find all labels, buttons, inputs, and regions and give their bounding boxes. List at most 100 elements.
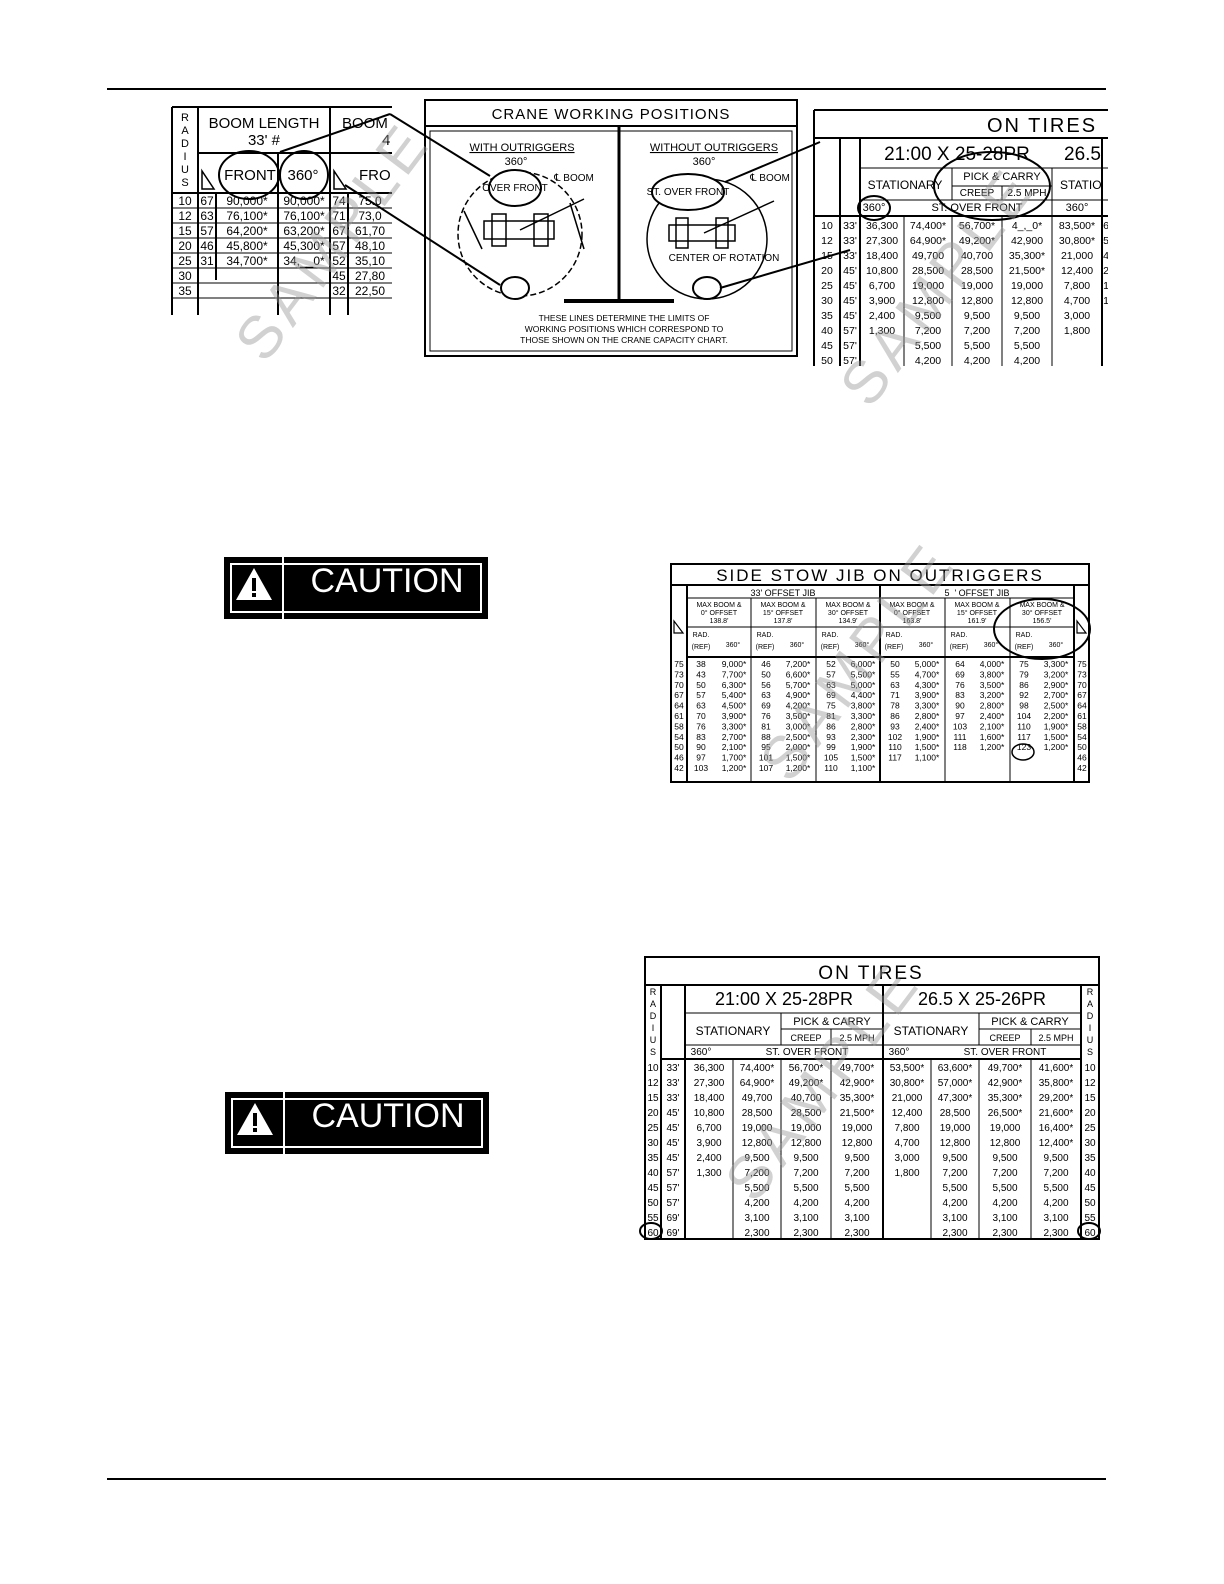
table-cell: 4_,_0* (1012, 220, 1042, 232)
table-cell: 20 (178, 239, 192, 253)
table-cell: 74 (332, 194, 346, 208)
note-line-1: THESE LINES DETERMINE THE LIMITS OF (539, 313, 710, 323)
radius-letter: D (181, 138, 189, 150)
table-cell: 42,900* (840, 1078, 875, 1089)
table-cell: 54 (1077, 732, 1087, 742)
table-cell: 3,300* (851, 711, 876, 721)
table-cell: 67 (200, 194, 214, 208)
table-cell: 4,300* (915, 680, 940, 690)
table-cell: 50 (821, 355, 833, 366)
table-cell: 28,500 (912, 265, 944, 277)
jib-subhead: 134.9' (839, 618, 858, 625)
table-cell: 9,000* (722, 659, 747, 669)
table-cell: 9,500 (942, 1153, 967, 1164)
table-cell: 1,300 (869, 325, 895, 337)
table-cell: 2,800* (980, 701, 1005, 711)
table-cell: 2,100* (722, 742, 747, 752)
table-cell: 35,300* (988, 1093, 1023, 1104)
jib-group-2: 5_' OFFSET JIB (944, 588, 1009, 598)
table-cell: 33' (666, 1093, 679, 1104)
table-cell: 10 (178, 194, 192, 208)
table-cell: 55 (890, 669, 900, 679)
table-cell: 4,000* (980, 659, 1005, 669)
jib-subhead: 156.5' (1033, 618, 1052, 625)
table-cell: 4,700* (915, 669, 940, 679)
table-cell: 1,100* (915, 753, 940, 763)
radius-letter: D (650, 1011, 657, 1021)
table-cell: 12,800 (990, 1138, 1021, 1149)
table-cell: 12,400* (1039, 1138, 1074, 1149)
table-cell: 33' (843, 220, 857, 232)
table-cell: 5,500 (744, 1183, 769, 1194)
table-cell: 31 (200, 254, 214, 268)
table-cell: 4,200 (915, 355, 941, 366)
boom-cl-right: ℄ BOOM (749, 173, 790, 184)
radius-letter: S (650, 1047, 656, 1057)
table-cell: 28,500 (791, 1108, 822, 1119)
table-cell: 1,600* (980, 732, 1005, 742)
table-cell: 50 (674, 742, 684, 752)
table-cell: 30 (647, 1138, 659, 1149)
table-cell: 19,000 (842, 1123, 873, 1134)
table-cell: 50 (1084, 1198, 1096, 1209)
table-cell: 78 (890, 701, 900, 711)
jib-subhead: 0° OFFSET (701, 609, 738, 617)
rad-ref-label: (REF) (950, 644, 969, 651)
table-cell: 2,300 (1043, 1228, 1068, 1239)
table-cell: 40 (647, 1168, 659, 1179)
table-cell: 1,100* (851, 763, 876, 773)
st-over-front-callout (651, 173, 725, 211)
table-cell: 3,000* (786, 721, 811, 731)
jib-subhead: MAX BOOM & (825, 602, 870, 609)
table-cell: 25 (1084, 1123, 1096, 1134)
partial-tires-title: ON TIRES (987, 115, 1097, 137)
radius-letter: D (1087, 1011, 1094, 1021)
table-cell: 18,400 (694, 1093, 725, 1104)
table-cell: 47,300* (938, 1093, 973, 1104)
table-cell: 30 (178, 269, 192, 283)
table-cell: 60 (647, 1228, 659, 1239)
table-cell: 3,900* (722, 711, 747, 721)
table-cell: 4,200 (793, 1198, 818, 1209)
table-cell: 35,800* (1039, 1078, 1074, 1089)
table-cell: 2,300 (793, 1228, 818, 1239)
table-cell: 1,700* (722, 753, 747, 763)
rad-ref-label: (REF) (756, 644, 775, 651)
table-cell: 25 (647, 1123, 659, 1134)
over-front-callout (488, 169, 542, 207)
jib-subhead: MAX BOOM & (889, 602, 934, 609)
table-cell: 2,100* (980, 721, 1005, 731)
jib-subhead: 163.8' (903, 618, 922, 625)
table-cell: 34,700* (226, 254, 268, 268)
table-cell: 46 (674, 753, 684, 763)
table-cell: 42,900 (1011, 235, 1043, 247)
table-cell: 4,200 (992, 1198, 1017, 1209)
table-cell: 2,500* (786, 732, 811, 742)
rad-ref-label: RAD. (951, 632, 968, 639)
table-cell: 5,500 (1043, 1183, 1068, 1194)
table-cell: 45' (666, 1153, 679, 1164)
table-cell: 5,500 (915, 340, 941, 352)
table-cell: 71 (332, 209, 346, 223)
table-cell: 63 (696, 701, 706, 711)
table-cell: 76,100* (226, 209, 268, 223)
table-cell: 5,000* (915, 659, 940, 669)
table-cell: 103 (953, 721, 967, 731)
table-cell: 19,000 (940, 1123, 971, 1134)
table-cell: 5,500 (942, 1183, 967, 1194)
table-cell: 5,500 (964, 340, 990, 352)
radius-letter: U (650, 1035, 657, 1045)
table-cell: 12,400 (892, 1108, 923, 1119)
table-cell: 12,800 (1011, 295, 1043, 307)
full-stationary-1: STATIONARY (696, 1024, 771, 1038)
table-cell: 93 (890, 721, 900, 731)
table-cell: 38 (696, 659, 706, 669)
jib-title: SIDE STOW JIB ON OUTRIGGERS (716, 566, 1044, 585)
table-cell: 19,000 (742, 1123, 773, 1134)
table-cell: 46 (761, 659, 771, 669)
table-cell: 64,900* (740, 1078, 775, 1089)
crane-carrier-left (463, 198, 585, 250)
table-cell: 57 (826, 669, 836, 679)
radius-letter: S (1087, 1047, 1093, 1057)
table-cell: 73 (674, 669, 684, 679)
